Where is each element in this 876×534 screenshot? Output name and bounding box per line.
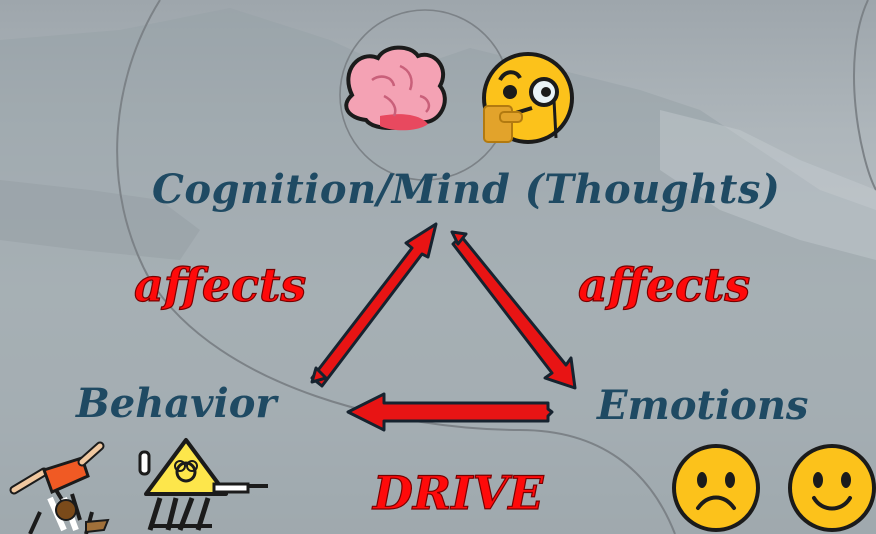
- emotions-label: Emotions: [597, 382, 809, 429]
- affects-left-label: affects: [133, 257, 307, 312]
- affects-right-label: affects: [577, 257, 751, 312]
- cartwheel-person-icon: [9, 441, 110, 534]
- cognition-label: Cognition/Mind (Thoughts): [152, 166, 781, 213]
- spiral-line: [116, 0, 676, 534]
- biohazard-warning-figure-icon: [138, 438, 268, 531]
- arrow-behavior-to-cognition: [310, 222, 438, 388]
- frowning-face-icon: [672, 444, 760, 532]
- brain-icon: [344, 45, 447, 131]
- behavior-label: Behavior: [76, 380, 277, 427]
- arrow-cognition-to-emotions: [450, 230, 577, 390]
- drive-label: DRIVE: [372, 465, 544, 520]
- arrow-emotions-to-behavior: [346, 392, 554, 432]
- thinking-face-with-monocle-icon: [482, 52, 574, 144]
- smiling-face-icon: [788, 444, 876, 532]
